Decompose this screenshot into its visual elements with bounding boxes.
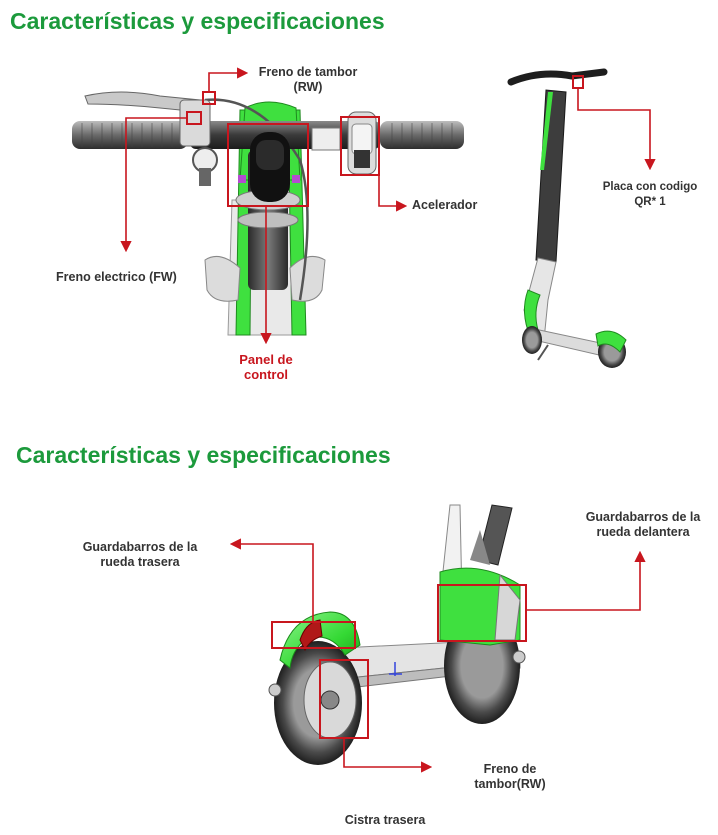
electric-brake-label: Freno electrico (FW) [56,270,177,284]
rear-wheel-label: Cistra trasera [344,813,426,827]
control-panel-label: Panel de control [239,352,293,382]
drum-brake-label-bottom: Freno de tambor(RW) [474,762,546,791]
drum-brake-label-top: Freno de tambor (RW) [258,65,358,94]
qr-plate-label: Placa con codigo QR* 1 [602,181,698,208]
scooter-side-view [507,68,656,368]
rear-fender-label: Guardabarros de la rueda trasera [82,540,198,569]
section-1-title: Características y especificaciones [10,8,385,34]
rear-wheel-view [229,504,646,773]
handlebar-front-view [72,67,464,345]
accelerator-label: Acelerador [412,198,478,212]
front-fender-label: Guardabarros de la rueda delantera [585,510,701,539]
section-2-title: Características y especificaciones [16,442,391,468]
